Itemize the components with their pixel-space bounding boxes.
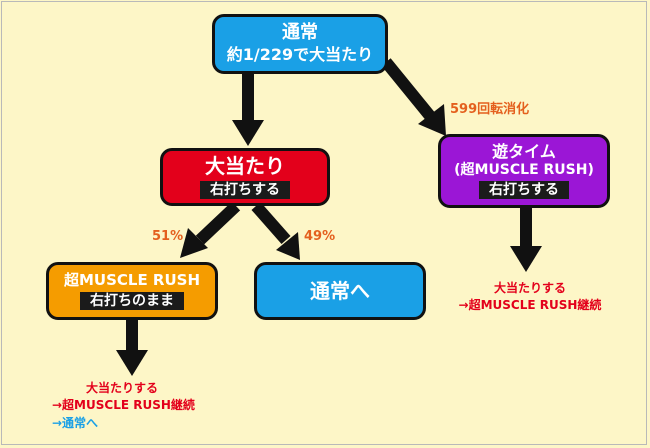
arrow-normal-to-asobi [381, 58, 446, 136]
node-jackpot-title: 大当たり [205, 153, 285, 178]
arrow-normal-to-hit [232, 74, 264, 146]
rush-result-line2: →超MUSCLE RUSH継続 [52, 398, 195, 413]
node-normal-sub: 約1/229で大当たり [226, 45, 374, 65]
node-rush-tag: 右打ちのまま [80, 292, 184, 311]
arrow-hit-to-rush [180, 201, 241, 258]
node-normal-title: 通常 [282, 22, 318, 44]
node-jackpot: 大当たり 右打ちする [160, 148, 330, 206]
label-left-pct: 51% [152, 229, 184, 244]
label-spins: 599回転消化 [450, 102, 530, 117]
node-normal: 通常 約1/229で大当たり [212, 14, 388, 74]
node-jackpot-tag: 右打ちする [200, 180, 290, 200]
node-asobi-tag: 右打ちする [479, 180, 569, 199]
node-back-to-normal: 通常へ [254, 262, 426, 320]
node-rush-title: 超MUSCLE RUSH [63, 270, 201, 289]
rush-result-line1: 大当たりする [86, 381, 159, 395]
node-muscle-rush: 超MUSCLE RUSH 右打ちのまま [46, 262, 218, 320]
asobi-result-line2: →超MUSCLE RUSH継続 [458, 298, 602, 313]
arrow-asobi-to-result [510, 208, 542, 272]
label-right-pct: 49% [304, 229, 336, 244]
node-back-title: 通常へ [310, 278, 370, 303]
rush-result-line3: →通常へ [52, 415, 99, 430]
node-asobi-time: 遊タイム (超MUSCLE RUSH) 右打ちする [438, 134, 610, 208]
arrow-hit-to-back [251, 202, 300, 260]
asobi-result-line1: 大当たりする [493, 281, 566, 295]
node-asobi-sub: (超MUSCLE RUSH) [454, 161, 594, 178]
asobi-result-note: 大当たりする →超MUSCLE RUSH継続 [446, 280, 614, 315]
rush-result-note: 大当たりする →超MUSCLE RUSH継続 →通常へ [52, 380, 195, 432]
arrow-rush-to-result [116, 320, 148, 376]
node-asobi-title: 遊タイム [492, 142, 556, 162]
